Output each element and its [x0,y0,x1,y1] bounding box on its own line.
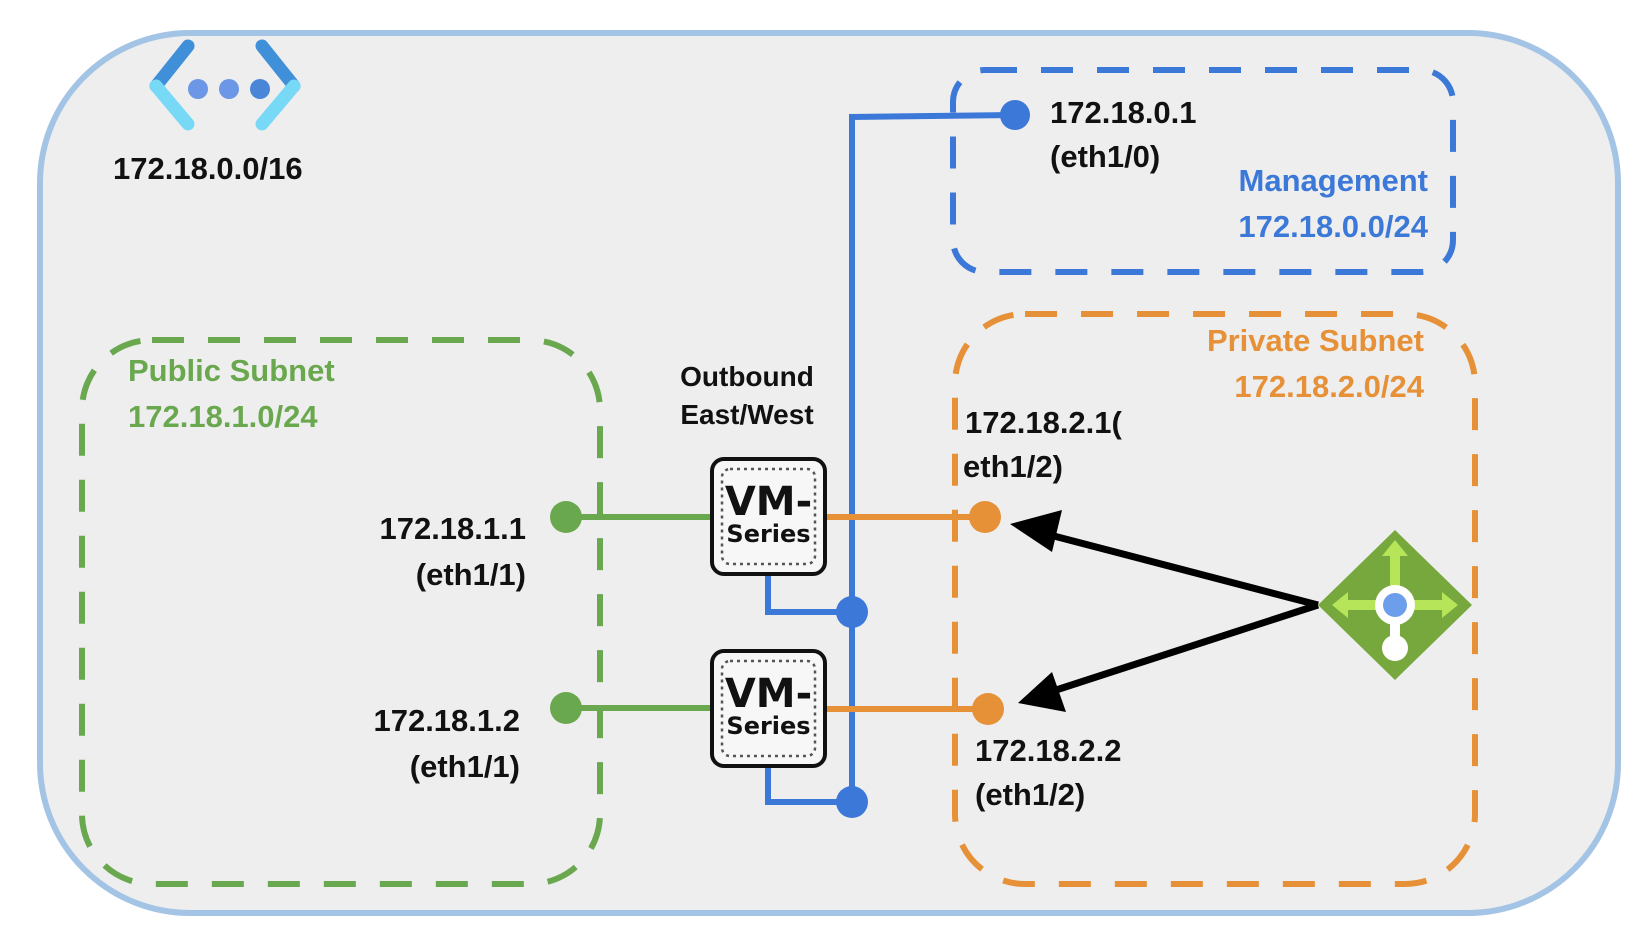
private-interface-2-ip: 172.18.2.2 [975,733,1122,768]
virtual-network-icon [149,39,301,131]
vm-series-firewall-1[interactable] [710,457,827,576]
public-subnet-cidr: 172.18.1.0/24 [128,399,318,434]
private-subnet-name: Private Subnet [1206,323,1424,358]
mgmt-subnet-name: Management [1238,163,1428,198]
public-subnet-name: Public Subnet [128,353,335,388]
private-links [825,501,1004,725]
load-balancer-arrows [1010,510,1320,712]
firewall-group-label-line2: East/West [680,399,814,430]
vnet-cidr: 172.18.0.0/16 [113,151,303,186]
vm-series-2-label-line1: VM- [724,671,813,717]
public-interface-2-ip: 172.18.1.2 [373,703,520,738]
firewall-group-label-line1: Outbound [680,361,814,392]
private-interface-dot-1 [969,501,1001,533]
mgmt-interface-port: (eth1/0) [1050,139,1161,174]
vm-series-1-label-line2: Series [726,520,811,548]
private-interface-dot-2 [972,693,1004,725]
mgmt-subnet-cidr: 172.18.0.0/24 [1238,209,1428,244]
public-links [550,501,712,724]
public-interface-dot-1 [550,501,582,533]
load-balancer-icon[interactable] [1318,530,1472,680]
vm-series-1-label-line1: VM- [724,479,813,525]
vm-series-2-label-line2: Series [726,712,811,740]
private-subnet-boundary [952,311,1478,887]
vnet-container [37,30,1621,916]
vm-series-firewall-2[interactable] [710,649,827,768]
public-interface-1-ip: 172.18.1.1 [379,511,526,546]
mgmt-interface-dot [1000,100,1030,130]
public-subnet-boundary [79,337,603,887]
public-interface-1-port: (eth1/1) [415,557,526,592]
mgmt-interface-ip: 172.18.0.1 [1050,95,1197,130]
public-interface-2-port: (eth1/1) [409,749,520,784]
management-link [765,100,1030,818]
private-interface-1-port: eth1/2) [963,449,1063,484]
private-subnet-cidr: 172.18.2.0/24 [1234,369,1424,404]
mgmt-junction-dot-2 [836,786,868,818]
mgmt-junction-dot-1 [836,596,868,628]
public-interface-dot-2 [550,692,582,724]
private-interface-2-port: (eth1/2) [975,777,1086,812]
private-interface-1-ip: 172.18.2.1( [965,405,1122,440]
